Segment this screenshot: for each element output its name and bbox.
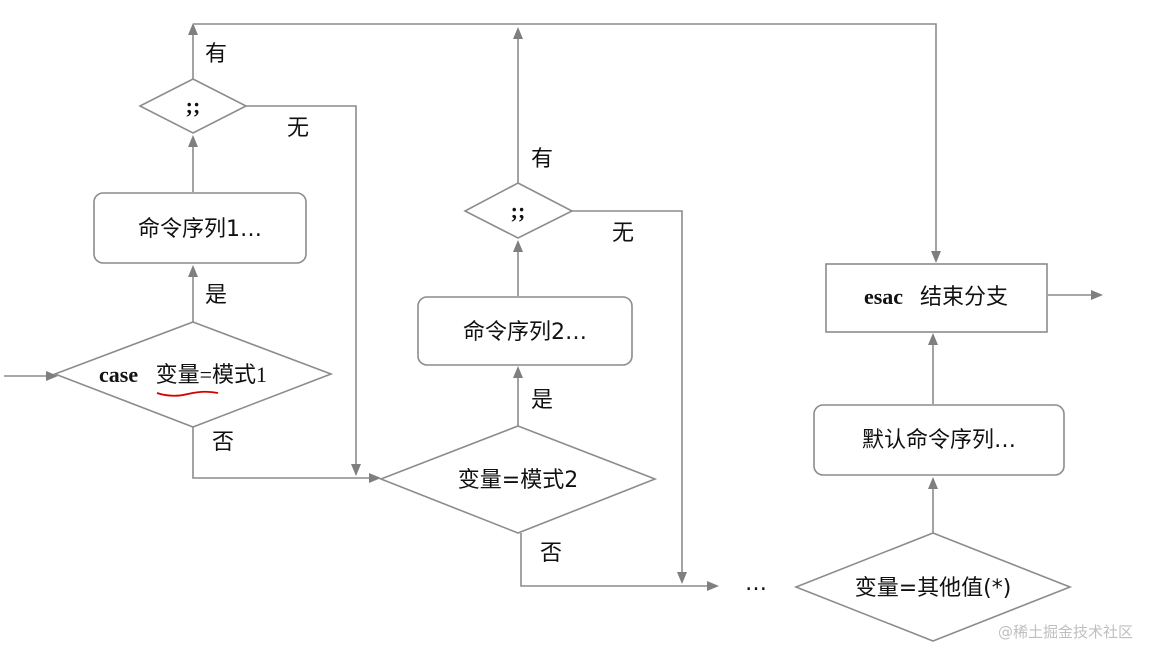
command-text-2: 命令序列2… bbox=[463, 320, 587, 345]
connector-check1-none bbox=[246, 105, 357, 466]
svg-text:case 变量=模式1: case 变量=模式1 bbox=[99, 362, 267, 387]
decision-text-other: 变量=其他值(*) bbox=[855, 576, 1012, 601]
default-command-text: 默认命令序列… bbox=[862, 428, 1016, 453]
arrowhead-no2 bbox=[707, 581, 719, 591]
arrowhead-default bbox=[928, 477, 938, 489]
label-has-2: 有 bbox=[531, 147, 553, 172]
arrowhead-no1 bbox=[369, 473, 381, 483]
arrowhead-exit bbox=[1091, 290, 1103, 300]
label-no-2: 否 bbox=[540, 541, 562, 566]
label-none-2: 无 bbox=[612, 221, 634, 246]
watermark: @稀土掘金技术社区 bbox=[998, 623, 1133, 641]
connector-check2-none bbox=[572, 210, 683, 574]
case-pattern: =模式1 bbox=[200, 362, 267, 387]
decision-other: 变量=其他值(*) bbox=[793, 532, 1073, 642]
label-yes-2: 是 bbox=[531, 388, 553, 413]
arrowhead-esac-bottom bbox=[928, 333, 938, 345]
ellipsis: … bbox=[745, 571, 767, 596]
check-diamond-2: ;; bbox=[463, 182, 574, 239]
arrowhead-none2 bbox=[677, 572, 687, 584]
arrowhead-none1 bbox=[351, 464, 361, 476]
arrowhead-check2 bbox=[513, 240, 523, 252]
decision-text-2: 变量=模式2 bbox=[458, 468, 578, 493]
arrowhead-top-mid bbox=[513, 27, 523, 39]
command-box-2: 命令序列2… bbox=[417, 296, 633, 366]
svg-text:esac 结束分支: esac 结束分支 bbox=[864, 284, 1008, 310]
default-command-box: 默认命令序列… bbox=[813, 404, 1065, 476]
edge-labels: 是 否 有 无 是 否 有 无 … bbox=[205, 42, 767, 596]
arrowhead-esac-top bbox=[931, 251, 941, 263]
arrowhead-check1 bbox=[188, 135, 198, 147]
esac-keyword: esac bbox=[864, 284, 903, 309]
arrowhead-entry bbox=[46, 371, 58, 381]
arrowhead-cmd1 bbox=[188, 265, 198, 277]
check-diamond-1: ;; bbox=[138, 78, 248, 134]
label-none-1: 无 bbox=[287, 116, 309, 141]
connector-d1-no bbox=[192, 427, 370, 479]
check-text-1: ;; bbox=[186, 93, 201, 118]
arrowheads bbox=[46, 23, 1103, 591]
command-box-1: 命令序列1… bbox=[93, 192, 307, 264]
connector-top-esac bbox=[193, 23, 937, 254]
label-no-1: 否 bbox=[212, 430, 234, 455]
connectors bbox=[4, 23, 1092, 587]
check-text-2: ;; bbox=[511, 198, 526, 223]
decision-pattern-2: 变量=模式2 bbox=[378, 425, 658, 534]
esac-text: 结束分支 bbox=[920, 285, 1008, 310]
decision-case: case 变量=模式1 bbox=[52, 321, 334, 428]
label-has-1: 有 bbox=[205, 42, 227, 67]
arrowhead-top-left bbox=[188, 23, 198, 35]
esac-box: esac 结束分支 bbox=[825, 263, 1048, 333]
case-keyword: case bbox=[99, 362, 138, 387]
command-text-1: 命令序列1… bbox=[138, 217, 262, 242]
connector-d2-no bbox=[520, 533, 708, 587]
arrowhead-cmd2 bbox=[513, 366, 523, 378]
label-yes-1: 是 bbox=[205, 283, 227, 308]
case-variable: 变量 bbox=[156, 362, 200, 387]
red-underline bbox=[156, 390, 219, 397]
